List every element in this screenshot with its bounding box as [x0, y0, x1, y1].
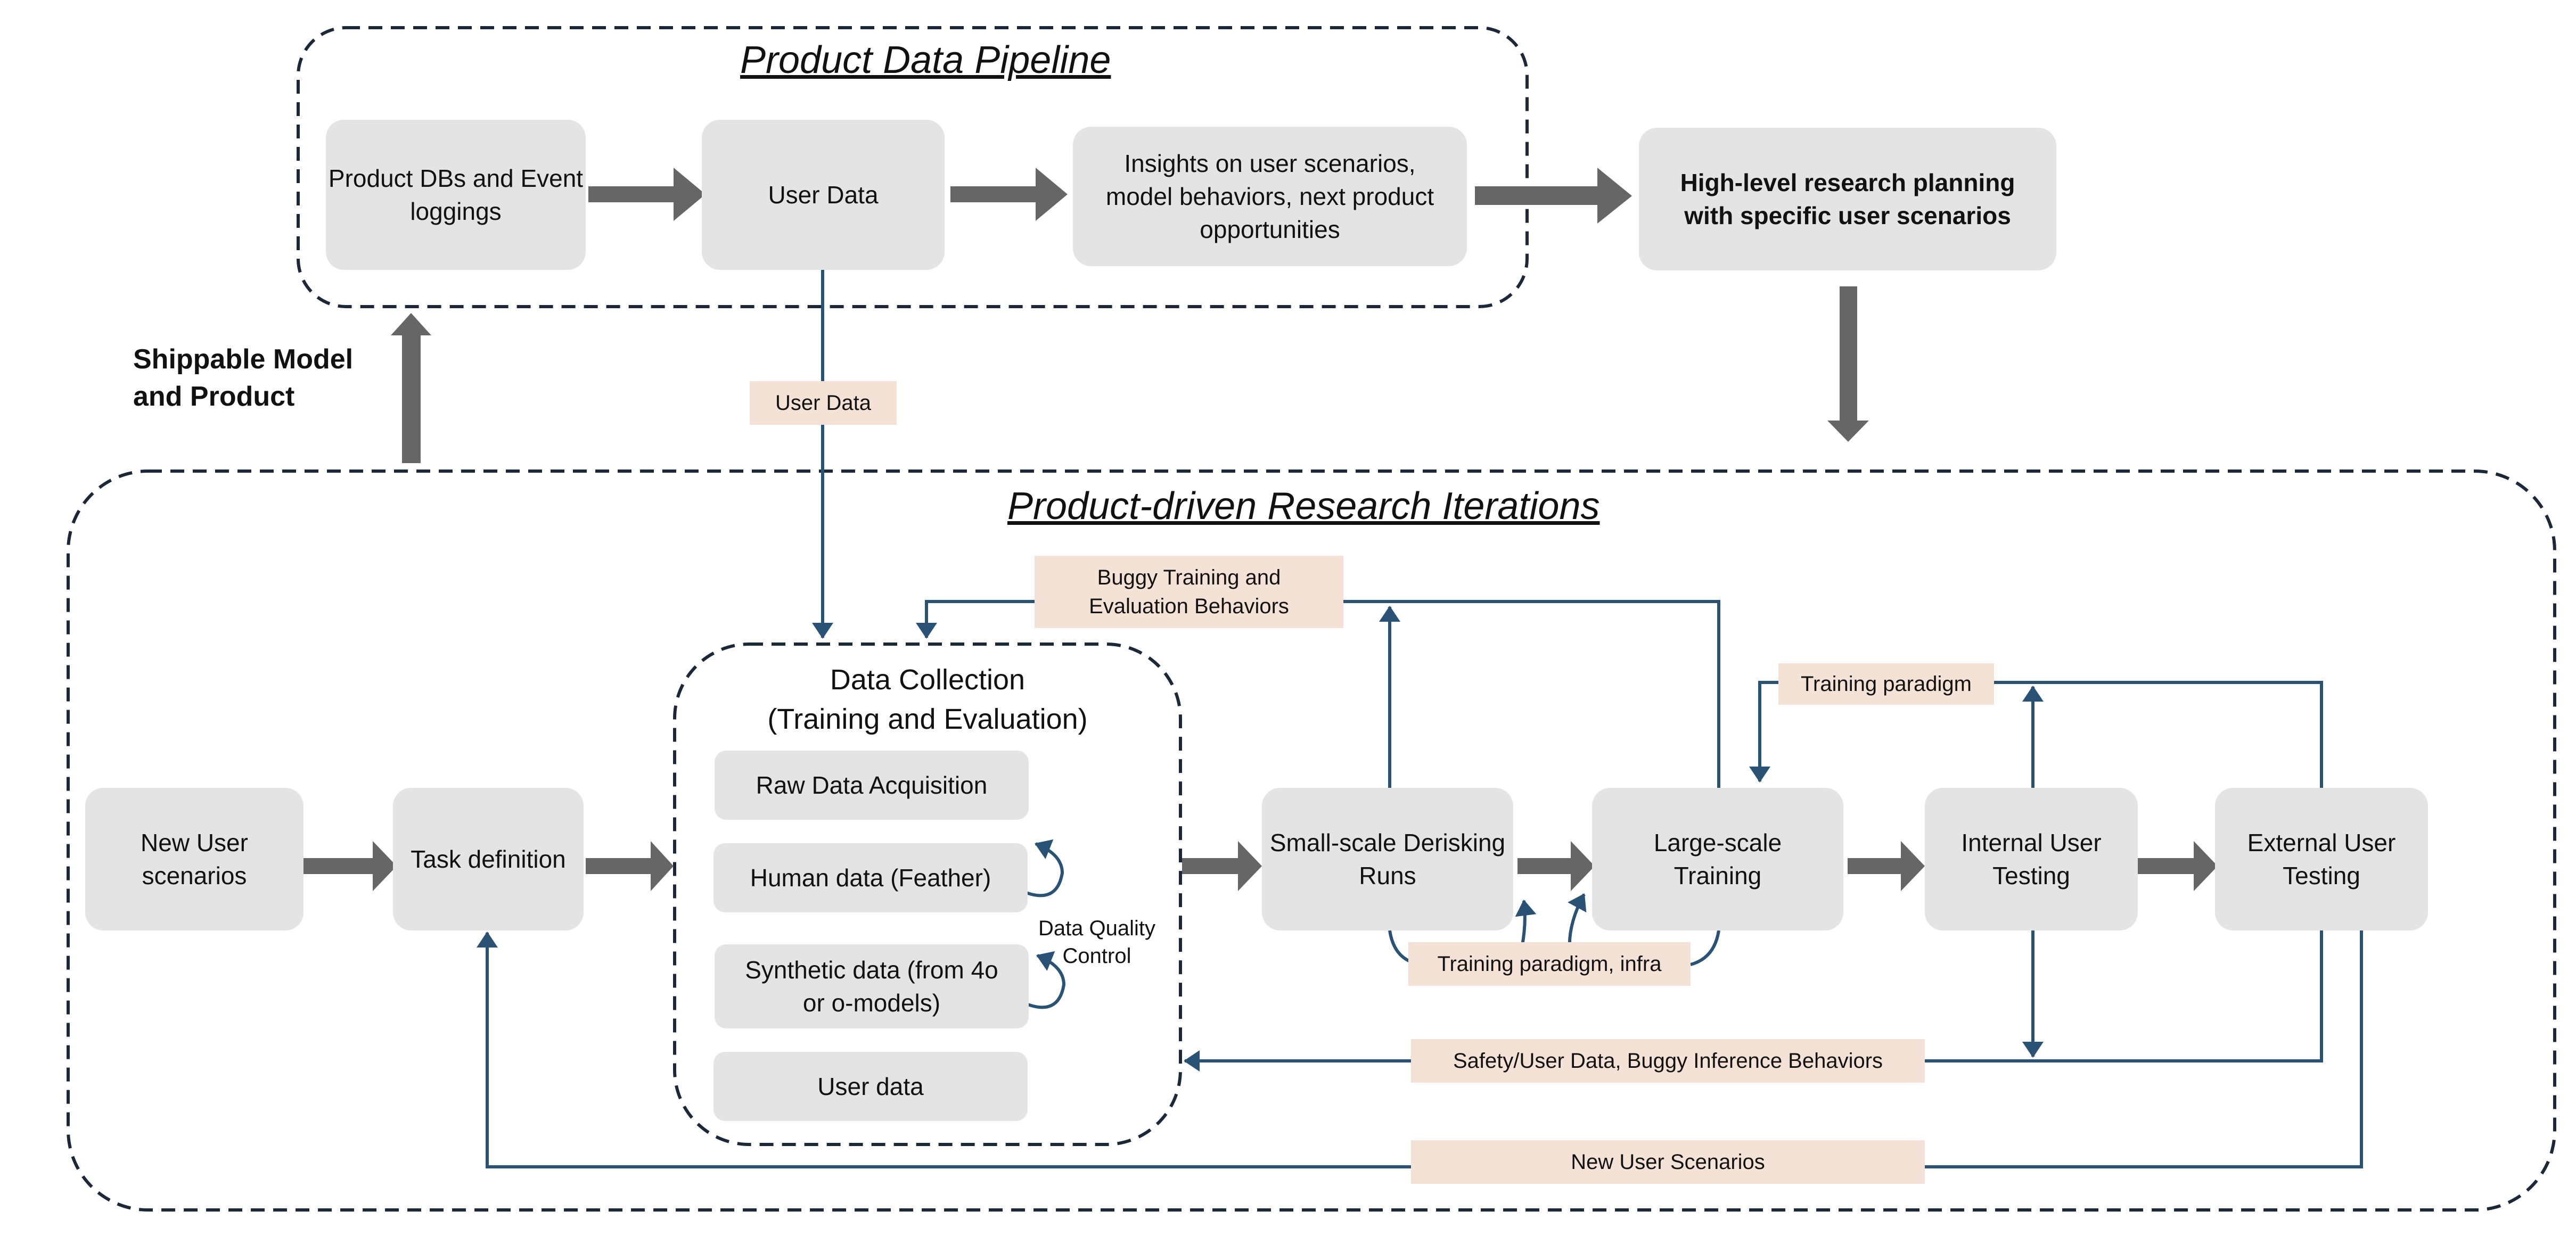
node-new-user-scenarios: New User scenarios — [85, 788, 303, 930]
label-buggy-training: Buggy Training and Evaluation Behaviors — [1035, 556, 1343, 628]
node-internal-testing: Internal User Testing — [1925, 788, 2138, 930]
pipeline-title: Product Data Pipeline — [740, 39, 1111, 81]
arrow-derisking-to-training — [1517, 841, 1595, 891]
data-collection-title-line2: (Training and Evaluation) — [767, 703, 1088, 735]
gray-arrows — [303, 168, 2218, 891]
label-training-paradigm: Training paradigm — [1778, 663, 1994, 705]
arrow-internal-to-external — [2138, 841, 2218, 891]
arrow-userdata-to-insights — [950, 168, 1068, 221]
label-safety-user-data: Safety/User Data, Buggy Inference Behavi… — [1411, 1039, 1925, 1083]
arrow-shippable-up — [391, 313, 431, 463]
node-derisking-runs: Small-scale Derisking Runs — [1262, 788, 1513, 930]
data-collection-title-line1: Data Collection — [830, 664, 1026, 696]
pipeline-container — [297, 26, 1529, 308]
arrow-dbs-to-userdata — [588, 168, 705, 221]
data-collection-title: Data Collection (Training and Evaluation… — [675, 660, 1180, 739]
data-quality-control-label: Data Quality Control — [1038, 917, 1156, 968]
label-user-data: User Data — [750, 381, 897, 425]
node-large-scale-training: Large-scale Training — [1592, 788, 1843, 930]
data-collection-container — [673, 643, 1182, 1146]
node-external-testing: External User Testing — [2215, 788, 2428, 930]
node-insights: Insights on user scenarios, model behavi… — [1073, 127, 1467, 266]
node-product-dbs: Product DBs and Event loggings — [326, 120, 586, 270]
arrow-planning-down — [1827, 286, 1869, 442]
arrow-task-to-collection — [586, 841, 674, 891]
human-data-qc-loop — [1022, 839, 1064, 897]
arrow-collection-to-derisking — [1182, 841, 1262, 891]
item-user-data: User data — [713, 1052, 1028, 1121]
node-user-data: User Data — [702, 120, 945, 270]
item-raw-data: Raw Data Acquisition — [715, 751, 1029, 820]
research-title: Product-driven Research Iterations — [1007, 485, 1600, 528]
label-new-user-scenarios: New User Scenarios — [1411, 1140, 1925, 1184]
arrow-newuser-to-task — [303, 841, 397, 891]
item-human-data: Human data (Feather) — [713, 843, 1028, 912]
item-synthetic-data: Synthetic data (from 4o or o-models) — [715, 944, 1029, 1028]
connector-training-paradigm — [1749, 681, 2323, 788]
synthetic-data-qc-loop — [1024, 951, 1066, 1009]
node-research-planning: High-level research planning with specif… — [1639, 128, 2056, 270]
arrow-training-to-internal — [1848, 841, 1925, 891]
arrow-insights-to-planning — [1475, 168, 1632, 224]
node-task-definition: Task definition — [393, 788, 584, 930]
research-container — [67, 470, 2556, 1212]
shippable-model-label: Shippable Model and Product — [133, 344, 354, 412]
label-training-paradigm-infra: Training paradigm, infra — [1408, 942, 1691, 986]
